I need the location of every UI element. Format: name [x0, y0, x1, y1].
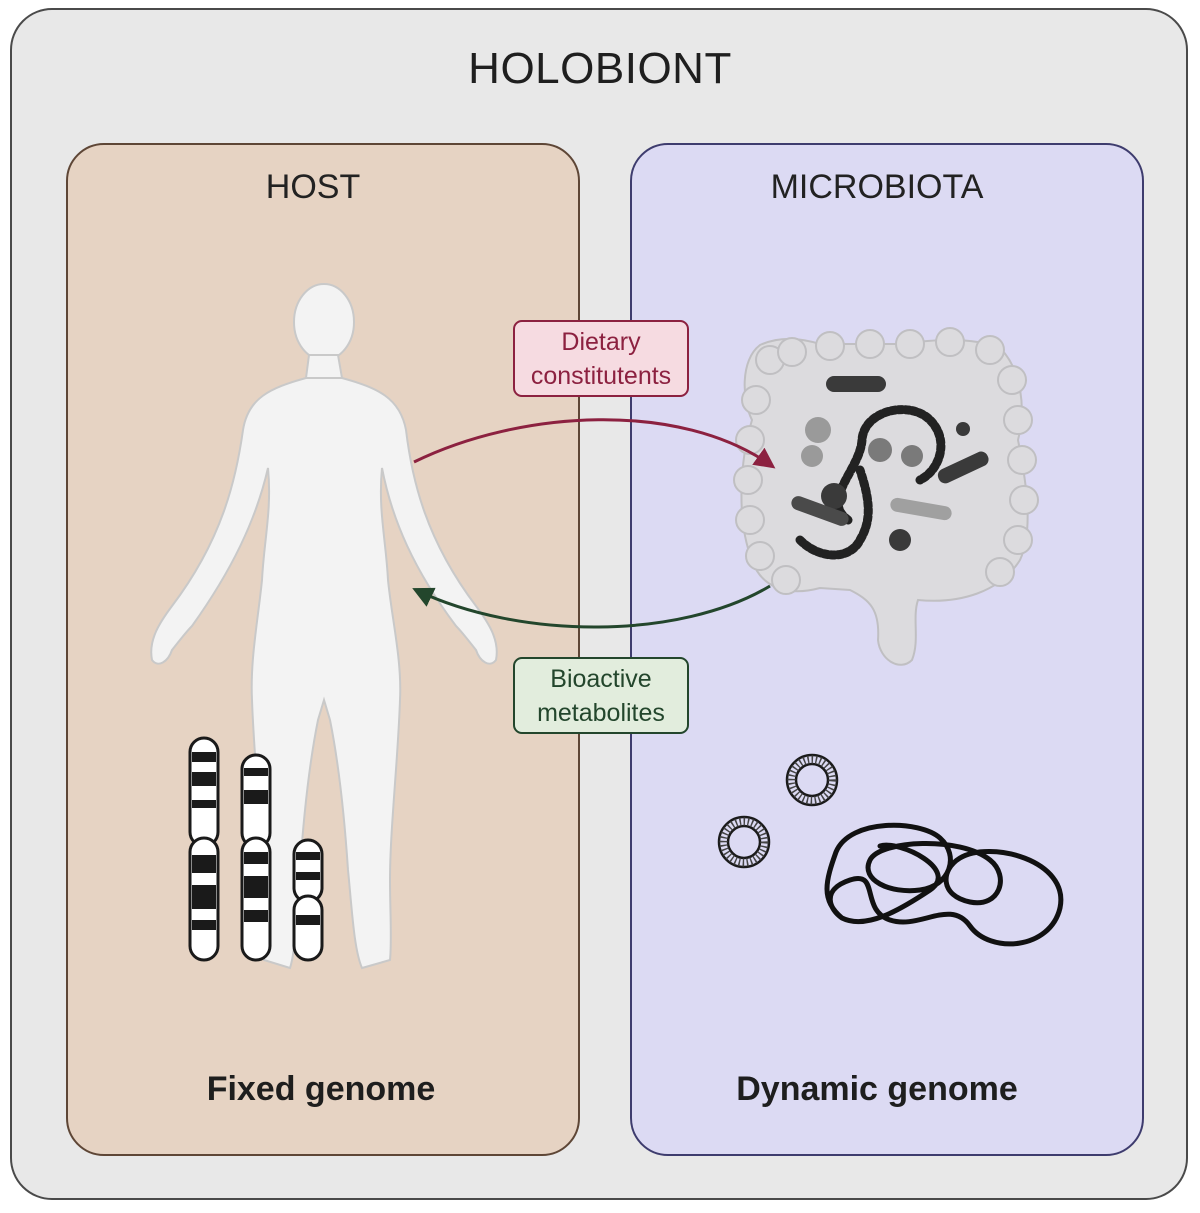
arrow-to-microbiota — [413, 418, 776, 469]
holobiont-title: HOLOBIONT — [468, 44, 732, 93]
dna-strand-icon — [824, 822, 1064, 947]
bacteria-icon — [791, 376, 989, 560]
intestine-icon — [733, 327, 1039, 666]
microbiota-title: MICROBIOTA — [770, 168, 984, 206]
dietary-label-line1: Dietary — [561, 328, 641, 356]
dynamic-genome-label: Dynamic genome — [736, 1070, 1018, 1108]
plasmid-icon — [717, 753, 839, 869]
dietary-constituents-label: Dietary constitutents — [513, 320, 689, 397]
dietary-label-line2: constitutents — [530, 362, 672, 390]
fixed-genome-label: Fixed genome — [206, 1070, 436, 1108]
human-figure-icon — [150, 283, 498, 970]
bioactive-metabolites-label: Bioactive metabolites — [513, 657, 689, 734]
bioactive-label-line2: metabolites — [537, 699, 665, 727]
arrow-to-host — [412, 584, 771, 629]
bioactive-label-line1: Bioactive — [550, 665, 652, 693]
chromosome-icon — [188, 736, 324, 962]
host-title: HOST — [265, 168, 361, 206]
